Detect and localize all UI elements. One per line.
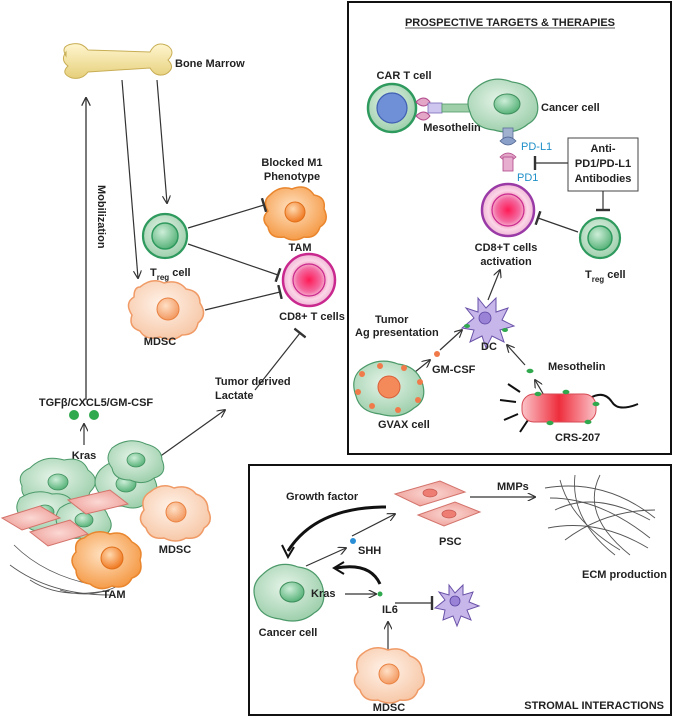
- pdl1-pd1-receptor: [499, 127, 517, 172]
- mesothelin-to-dc-arrow: [507, 345, 526, 366]
- mesothelin-label-right: Mesothelin: [548, 361, 606, 373]
- mdsc-label-stromal: MDSC: [373, 702, 405, 714]
- antibody-box: [567, 137, 639, 192]
- growth-factor-arrow: [286, 505, 387, 552]
- mdsc-cell-left: [127, 280, 205, 341]
- blocked-m1-line2: Phenotype: [264, 171, 320, 183]
- marrow-to-mdsc-arrow: [121, 79, 138, 278]
- treg-label-right: Treg cell: [585, 269, 626, 284]
- cancer-to-shh-arrow: [305, 548, 346, 567]
- tumor-lactate-line2: Lactate: [215, 390, 254, 402]
- cancer-cell-top: [467, 78, 539, 133]
- car-t-cell: [366, 82, 418, 134]
- kras-label-left: Kras: [72, 450, 96, 462]
- growth-factor-label: Growth factor: [286, 491, 359, 503]
- tam-label-bottom: TAM: [102, 589, 125, 601]
- tam-cell-bottom: [71, 531, 142, 590]
- tam-label-top: TAM: [288, 242, 311, 254]
- targets-panel-frame: [347, 1, 672, 455]
- tam-cell-top: [263, 186, 327, 241]
- dc-cell: [460, 296, 516, 350]
- il6-feedback-arrow: [335, 565, 382, 585]
- psc-label: PSC: [439, 536, 462, 548]
- crs207-bacterium: [499, 383, 639, 433]
- antibody-line2: PD1/PD-L1: [575, 158, 631, 170]
- treg-inhibits-cd8: [187, 243, 282, 283]
- antibody-line3: Antibodies: [575, 173, 632, 185]
- mdsc-cell-bottom: [139, 485, 211, 542]
- mobilization-label: Mobilization: [95, 185, 107, 249]
- cd8-activation-line2: activation: [480, 256, 532, 268]
- treg-cell-right: [578, 216, 622, 260]
- gvax-cell: [353, 360, 425, 417]
- mdsc-cell-stromal: [353, 647, 425, 704]
- kras-label-stromal: Kras: [311, 588, 335, 600]
- cd8-cell-right: [480, 182, 536, 238]
- dc-label: DC: [481, 341, 497, 353]
- cancer-cell-stromal: [253, 563, 325, 622]
- il6-label: IL6: [382, 604, 398, 616]
- psc-cells: [393, 480, 482, 527]
- dc-to-cd8-arrow: [487, 270, 500, 301]
- car-t-label: CAR T cell: [376, 70, 431, 82]
- pd1-label: PD1: [517, 172, 538, 184]
- car-receptor: [415, 97, 477, 121]
- treg-cell-left: [141, 212, 189, 260]
- il6-feedback-arrowhead: [332, 561, 345, 575]
- cd8-cell-left: [281, 252, 337, 308]
- lactate-inhibits-cd8: [254, 327, 307, 391]
- tumor-lactate-line1: Tumor derived: [215, 376, 291, 388]
- bone-icon: [62, 43, 173, 79]
- blocked-m1-line1: Blocked M1: [261, 157, 322, 169]
- treg-label-left: Treg cell: [150, 267, 191, 282]
- mesothelin-dot: [526, 368, 534, 374]
- cancer-cell-label-top: Cancer cell: [541, 102, 600, 114]
- growth-factor-arrowhead: [281, 544, 295, 560]
- treg-inhibits-cd8-right: [534, 210, 579, 233]
- crs207-label: CRS-207: [555, 432, 600, 444]
- tumor-ag-line1: Tumor: [375, 314, 409, 326]
- dc-cell-stromal: [433, 583, 481, 628]
- tgf-label: TGFβ/CXCL5/GM-CSF: [39, 397, 154, 409]
- marrow-to-treg-arrow: [156, 79, 167, 203]
- ecm-fibers: [544, 474, 656, 556]
- shh-to-psc-arrow: [351, 514, 395, 537]
- stromal-panel-frame: [248, 464, 672, 716]
- cytokine-dot: [89, 410, 99, 420]
- pdl1-label: PD-L1: [521, 141, 552, 153]
- tumor-ag-line2: Ag presentation: [355, 327, 439, 339]
- targets-panel-title: PROSPECTIVE TARGETS & THERAPIES: [405, 17, 615, 29]
- shh-label: SHH: [358, 545, 381, 557]
- mesothelin-label-left: Mesothelin: [423, 122, 481, 134]
- tumor-to-lactate-arrow: [154, 410, 225, 461]
- gvax-label: GVAX cell: [378, 419, 430, 431]
- ecm-label: ECM production: [582, 569, 667, 581]
- gmcsf-to-dc-arrow: [439, 330, 462, 351]
- cytokine-dot: [69, 410, 79, 420]
- bone-marrow-label: Bone Marrow: [175, 58, 245, 70]
- stromal-panel-title: STROMAL INTERACTIONS: [524, 700, 664, 712]
- gmcsf-dot: [434, 351, 440, 357]
- treg-inhibits-tam: [187, 197, 268, 229]
- antibody-line1: Anti-: [590, 143, 615, 155]
- il6-dot: [377, 591, 383, 597]
- cd8-label-left: CD8+ T cells: [279, 311, 345, 323]
- gmcsf-label: GM-CSF: [432, 364, 476, 376]
- shh-dot: [350, 538, 356, 544]
- cancer-cell-label-stromal: Cancer cell: [259, 627, 318, 639]
- mdsc-inhibits-cd8: [204, 284, 283, 311]
- mdsc-label-top: MDSC: [144, 336, 176, 348]
- cd8-activation-line1: CD8+T cells: [475, 242, 538, 254]
- mdsc-label-bottom: MDSC: [159, 544, 191, 556]
- mmps-label: MMPs: [497, 481, 529, 493]
